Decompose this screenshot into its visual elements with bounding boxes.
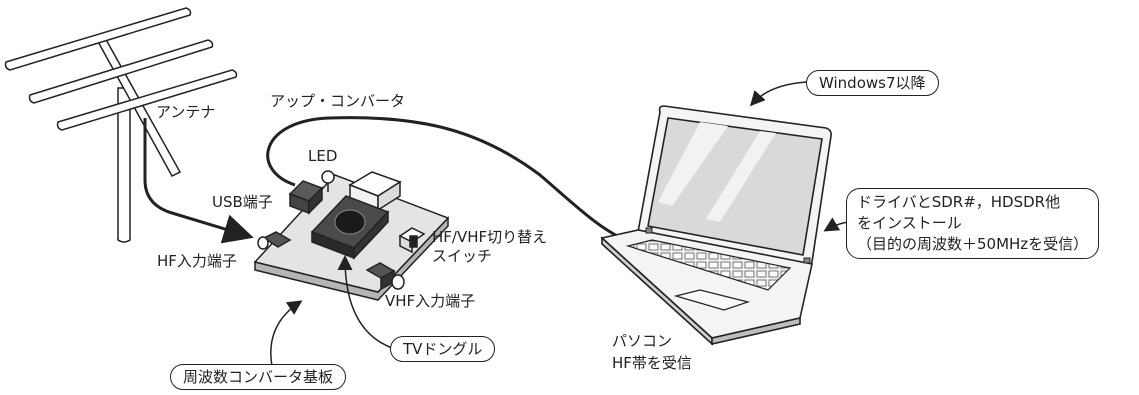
antenna-icon [4,7,238,243]
windows-callout: Windows7以降 [806,70,939,96]
vhf-input-connector-icon [365,262,405,291]
software-callout: ドライバとSDR#，HDSDR他 をインストール （目的の周波数＋50MHzを受… [846,188,1100,259]
usb-port-label: USB端子 [212,193,273,211]
led-icon [321,170,335,192]
laptop-icon [600,105,832,346]
hf-vhf-switch-icon [398,227,426,254]
upconverter-label: アップ・コンバータ [270,92,406,110]
usb-cable [266,116,631,244]
led-label: LED [308,147,338,165]
hf-input-connector-icon [257,231,292,250]
usb-port-icon [288,180,324,215]
tv-dongle-callout: TVドングル [390,336,496,362]
board-callout: 周波数コンバータ基板 [170,364,347,390]
hf-vhf-switch-label: HF/VHF切り替え スイッチ [432,228,548,265]
antenna-label: アンテナ [156,103,216,121]
pc-label: パソコン HF帯を受信 [612,332,692,372]
hf-input-label: HF入力端子 [157,252,237,270]
antenna-cable [143,118,254,244]
vhf-input-label: VHF入力端子 [385,292,476,310]
tv-dongle-icon [310,195,390,260]
